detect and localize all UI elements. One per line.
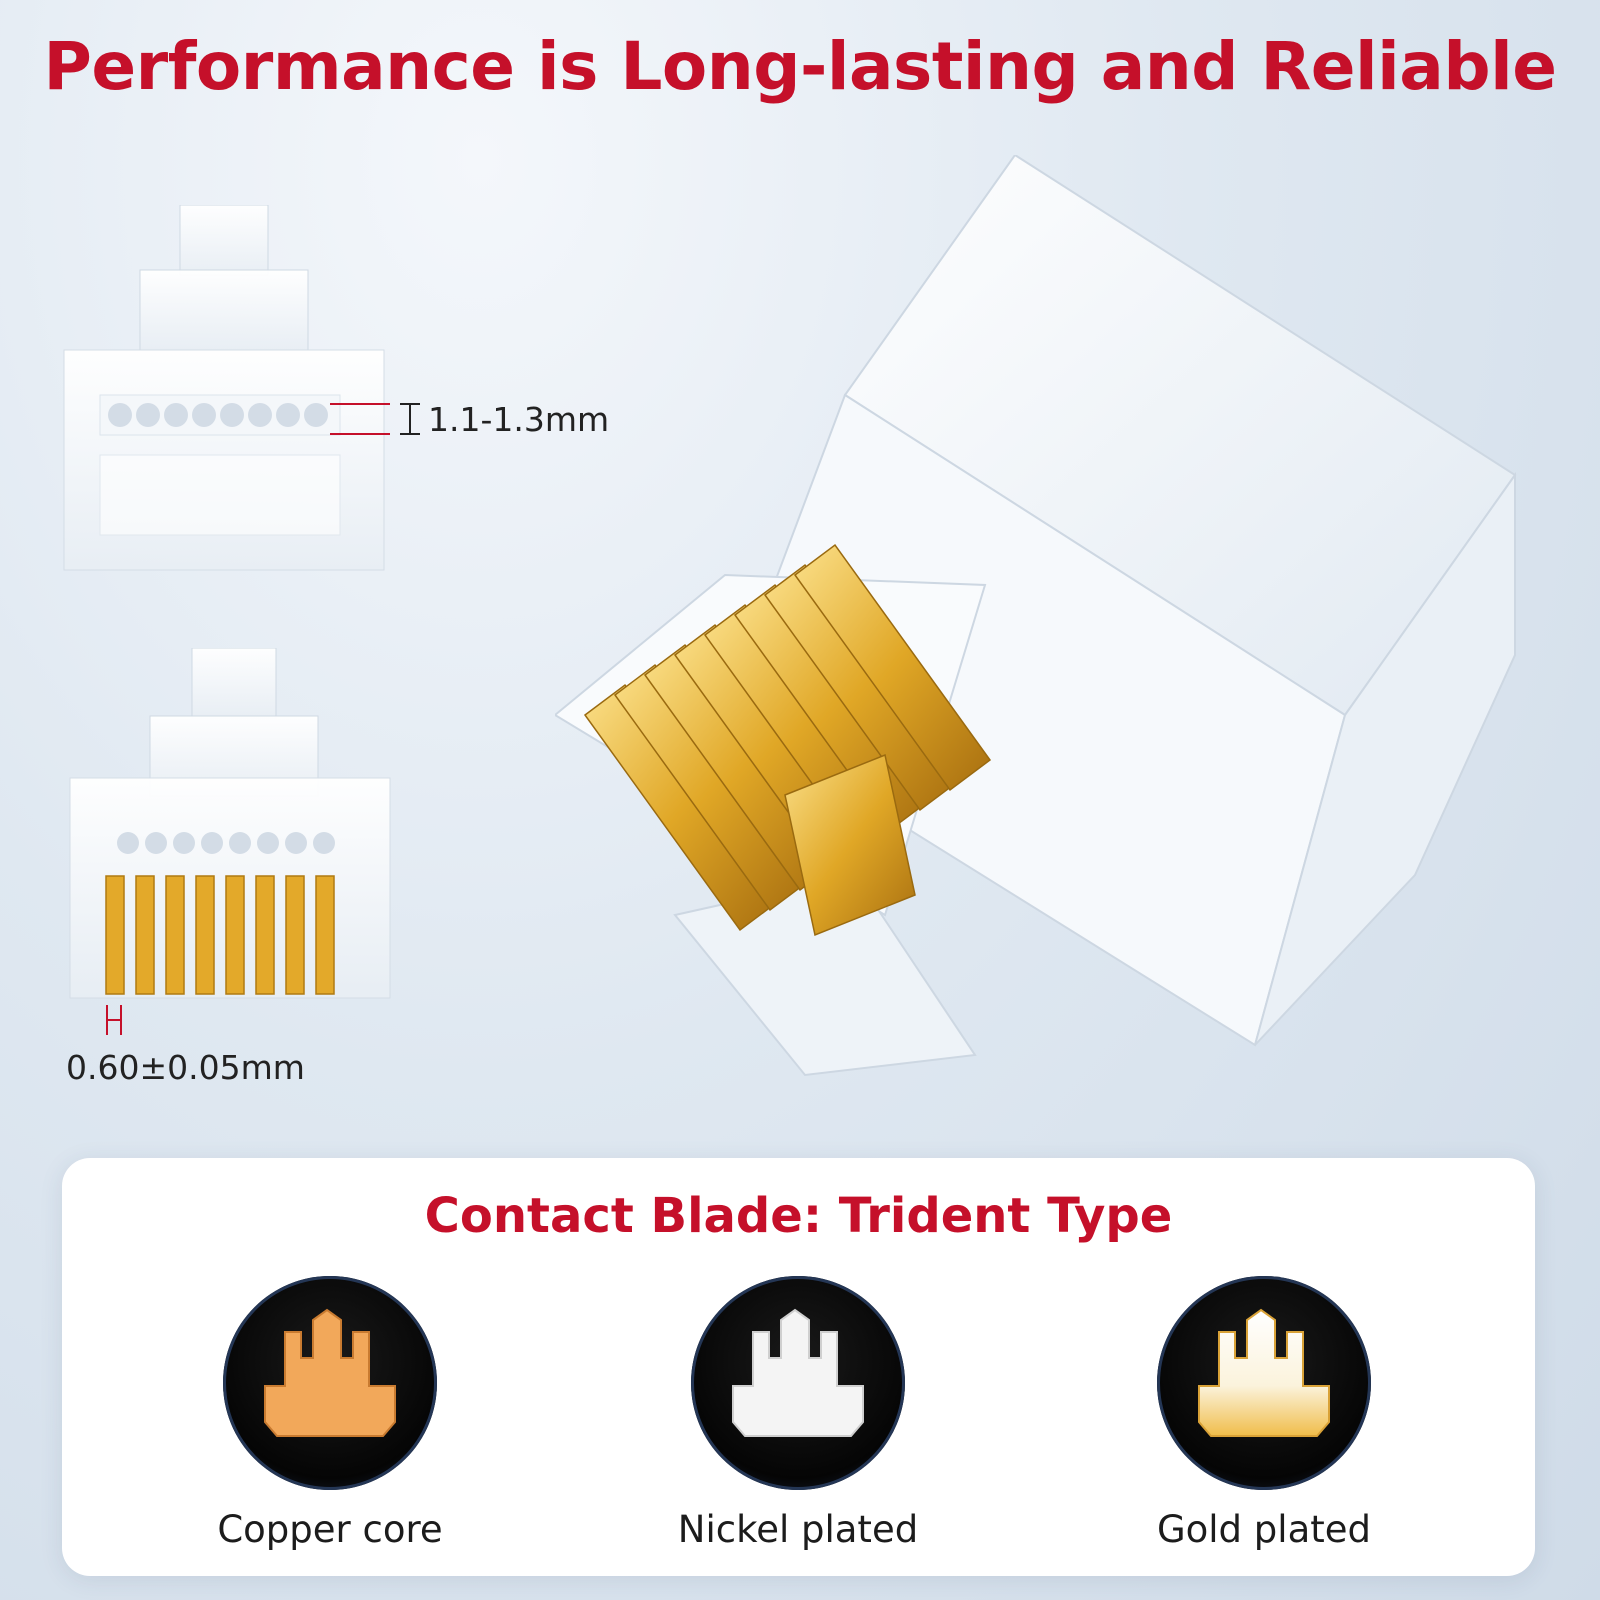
connector-front-view-blades (69, 648, 391, 999)
copper-blade-icon (223, 1276, 437, 1490)
panel-title: Contact Blade: Trident Type (424, 1188, 1173, 1244)
material-label-gold: Gold plated (1156, 1508, 1372, 1551)
hole-dimension-label: 1.1-1.3mm (428, 400, 610, 439)
nickel-blade-icon (691, 1276, 905, 1490)
blade-dimension-label: 0.60±0.05mm (66, 1048, 305, 1087)
hole-dimension-marker (330, 403, 420, 435)
contact-blade-panel: Contact Blade: Trident Type Copper core … (62, 1158, 1535, 1576)
material-label-copper: Copper core (217, 1508, 443, 1551)
material-gold-plated: Gold plated (1114, 1276, 1414, 1551)
blade-dimension-marker (106, 1005, 122, 1035)
material-label-nickel: Nickel plated (677, 1508, 919, 1551)
material-nickel-plated: Nickel plated (648, 1276, 948, 1551)
connector-front-view-holes (63, 205, 385, 571)
headline: Performance is Long-lasting and Reliable (43, 28, 1557, 105)
material-copper-core: Copper core (180, 1276, 480, 1551)
gold-blade-icon (1157, 1276, 1371, 1490)
rj45-connector-isometric (555, 155, 1517, 1077)
